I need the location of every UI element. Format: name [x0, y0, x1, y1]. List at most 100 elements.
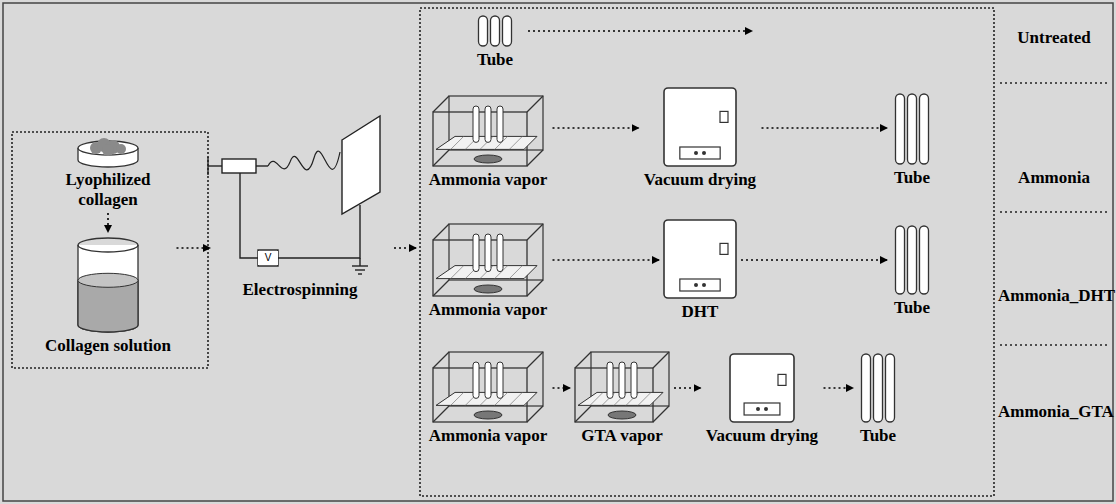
icon-stroke — [653, 406, 669, 422]
input-panel — [12, 132, 208, 368]
icon-stroke — [908, 226, 917, 294]
step-node: Tube — [856, 352, 900, 446]
petri-dish-icon — [78, 138, 138, 167]
step-node: Collagen solution — [43, 236, 174, 356]
icon-stroke — [473, 362, 479, 398]
step-node: Ammonia vapor — [427, 94, 550, 190]
flow-arrow — [107, 213, 109, 232]
icon-stroke — [720, 111, 728, 122]
icon-stroke — [527, 96, 543, 112]
icon-stroke — [778, 374, 786, 385]
icon-stroke — [527, 352, 543, 368]
vapor-dish — [474, 285, 502, 293]
icon-stroke — [485, 106, 491, 142]
icon-stroke — [874, 354, 883, 422]
electrospinning-setup — [208, 116, 380, 274]
icon-stroke — [653, 352, 669, 368]
step-node: Ammonia vapor — [427, 222, 550, 320]
icon-stroke — [451, 266, 464, 279]
tube-icon — [479, 16, 512, 46]
step-label: DHT — [682, 302, 719, 322]
icon-stroke — [509, 266, 522, 279]
vapor-dish — [474, 155, 502, 163]
group-label: Untreated — [998, 28, 1110, 48]
icon-stroke — [631, 362, 637, 398]
icon-stroke — [607, 362, 613, 398]
vapor-chamber-icon — [433, 96, 543, 166]
icon-stroke — [920, 226, 929, 294]
icon-stroke — [590, 392, 603, 405]
icon-stroke — [509, 392, 522, 405]
icon-stroke — [433, 406, 449, 422]
icon-stroke — [575, 406, 591, 422]
icon-stroke — [619, 362, 625, 398]
icon-stroke — [503, 16, 512, 46]
vapor-chamber-icon — [433, 224, 543, 296]
step-label: Electrospinning — [243, 280, 358, 300]
icon-stroke — [575, 352, 591, 368]
voltage-symbol: V — [258, 251, 278, 265]
vapor-chamber-icon — [575, 352, 669, 422]
group-label: Ammonia — [998, 168, 1110, 188]
vapor-dish — [608, 411, 636, 419]
icon-stroke — [433, 150, 449, 166]
icon-stroke — [485, 362, 491, 398]
oven-icon — [664, 88, 736, 166]
step-label: Tube — [860, 426, 896, 446]
flow-arrow — [741, 259, 887, 261]
icon-stroke — [527, 224, 543, 240]
icon-stroke — [764, 407, 768, 411]
icon-stroke — [451, 392, 464, 405]
icon-stroke — [485, 234, 491, 272]
step-label: Tube — [894, 168, 930, 188]
icon-stroke — [694, 283, 698, 287]
icon-stroke — [497, 234, 503, 272]
vapor-dish — [474, 411, 502, 419]
lyophilized-sponge — [102, 144, 114, 156]
flow-arrow — [553, 259, 660, 261]
icon-stroke — [433, 280, 449, 296]
flow-arrow — [528, 30, 752, 32]
oven-icon — [664, 220, 736, 298]
icon-stroke — [497, 106, 503, 142]
icon-stroke — [527, 406, 543, 422]
group-label: Ammonia_DHT — [998, 286, 1110, 306]
step-label: GTA vapor — [581, 426, 662, 446]
icon-stroke — [78, 273, 138, 287]
step-node: DHT — [662, 218, 738, 322]
flow-arrow — [824, 387, 854, 389]
icon-stroke — [433, 224, 449, 240]
step-node: Tube — [473, 14, 517, 70]
icon-stroke — [479, 16, 488, 46]
icon-stroke — [509, 136, 522, 149]
tube-icon — [862, 354, 895, 422]
icon-stroke — [756, 407, 760, 411]
icon-stroke — [78, 280, 138, 332]
icon-stroke — [862, 354, 871, 422]
icon-stroke — [497, 362, 503, 398]
icon-stroke — [491, 16, 500, 46]
outer-frame — [3, 3, 1113, 501]
icon-stroke — [473, 106, 479, 142]
step-node: Tube — [890, 92, 934, 188]
step-label: Ammonia vapor — [429, 170, 548, 190]
lyophilized-sponge — [116, 144, 126, 154]
tube-icon — [896, 226, 929, 294]
icon-stroke — [78, 245, 138, 332]
step-label: Ammonia vapor — [429, 300, 548, 320]
oven-icon — [730, 354, 794, 422]
flow-arrow — [177, 247, 211, 249]
icon-stroke — [78, 238, 138, 252]
icon-stroke — [702, 151, 706, 155]
icon-stroke — [908, 94, 917, 164]
flow-arrow — [394, 247, 416, 249]
icon-stroke — [527, 150, 543, 166]
step-node: Tube — [890, 224, 934, 318]
icon-stroke — [664, 220, 736, 298]
step-node: Lyophilized collagen — [36, 134, 180, 209]
icon-stroke — [896, 226, 905, 294]
vapor-chamber-icon — [433, 352, 543, 422]
row-separators — [1000, 83, 1108, 345]
step-label: Ammonia vapor — [429, 426, 548, 446]
